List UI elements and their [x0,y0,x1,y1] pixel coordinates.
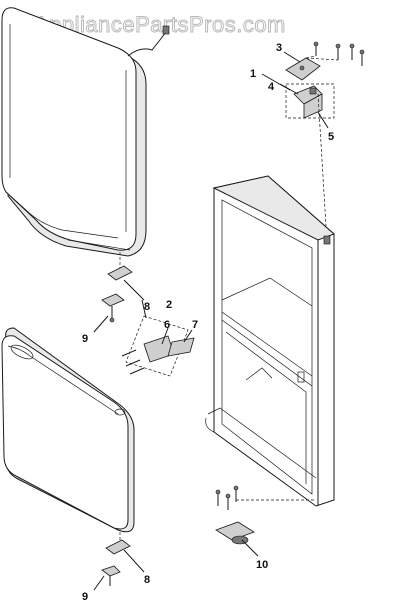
screw-icon [215,485,239,510]
callout-4: 4 [268,81,275,93]
callout-7: 7 [192,319,198,331]
leader-lines [93,51,329,591]
callout-5: 5 [328,131,334,143]
screw-icon [121,349,145,375]
callout-2: 2 [166,299,172,311]
callout-9-lower: 9 [82,591,88,600]
upper-door [1,7,170,257]
lower-door [1,327,135,533]
callout-6: 6 [164,319,170,331]
callout-10: 10 [256,559,268,571]
callout-1: 1 [250,68,256,80]
callout-9-upper: 9 [82,333,88,345]
wire-connector-icon [162,25,170,35]
callout-8-lower: 8 [144,574,150,586]
screw-icon [313,41,365,66]
cabinet [205,175,335,507]
top-hinge-assembly [285,41,365,227]
middle-hinge-assembly [101,252,195,377]
callout-8-upper: 8 [144,301,150,313]
callout-3: 3 [276,42,282,54]
lower-door-hinge [101,532,131,586]
